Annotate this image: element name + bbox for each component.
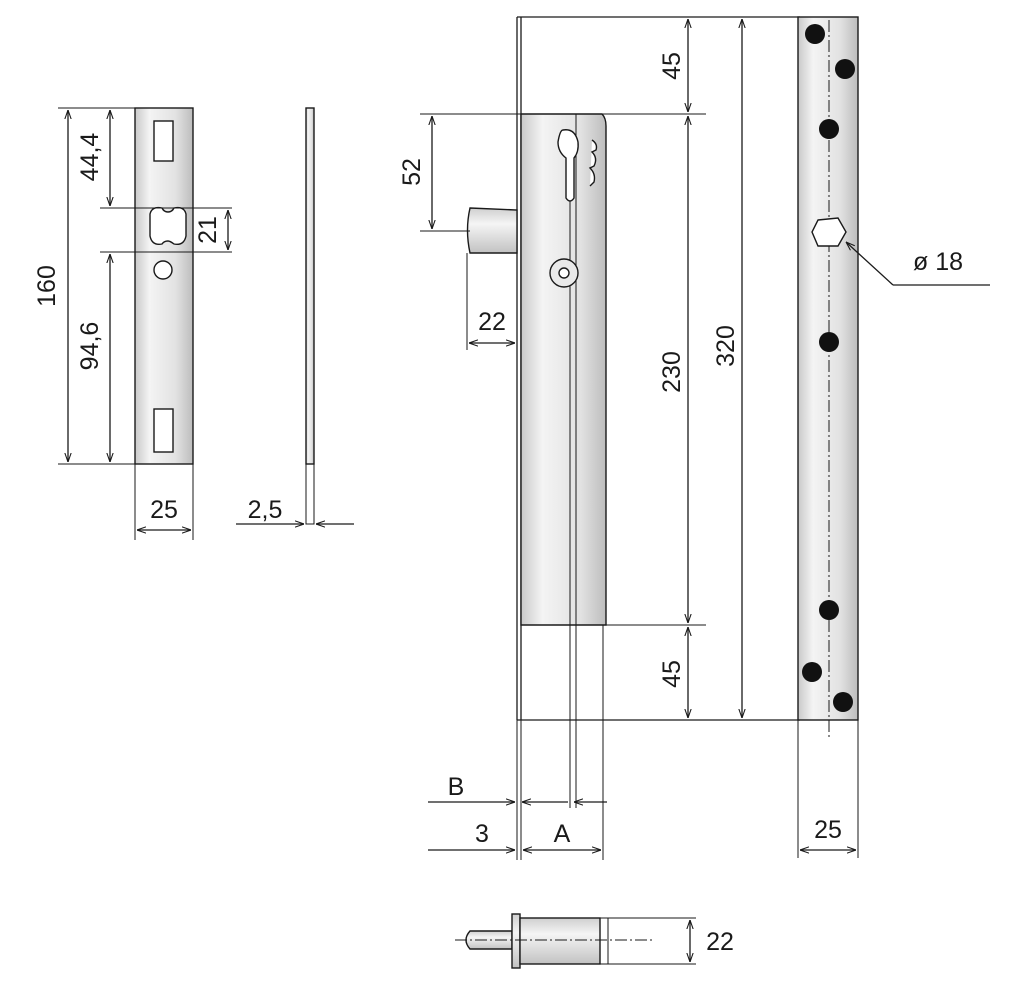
- lock-case-lower: [520, 624, 604, 721]
- label-3: 3: [475, 820, 489, 848]
- label-45-top: 45: [658, 52, 686, 80]
- bolt-tip: [465, 930, 513, 950]
- bolt-detail: 22: [455, 913, 734, 969]
- faceplate-screw-2: [835, 59, 855, 79]
- bolt-flange: [511, 913, 521, 969]
- follower-inner: [558, 267, 570, 279]
- faceplate-screw-4: [819, 332, 839, 352]
- strike-plate-side-view: [305, 107, 315, 525]
- label-320: 320: [712, 325, 740, 367]
- strike-plate-edge: [305, 107, 315, 465]
- label-52: 52: [398, 158, 426, 186]
- projecting-bolt: [466, 207, 518, 254]
- keyhole: [557, 129, 579, 202]
- lock-body-side-view: [466, 16, 800, 808]
- strike-plate-body: [134, 107, 194, 465]
- lock-body-dimensions: 52 22 45 230 320 45 ø 18 B 3 A 25: [398, 19, 990, 860]
- strike-plate-top-slot: [153, 120, 174, 162]
- faceplate-screw-3: [819, 119, 839, 139]
- faceplate-screw-6: [802, 662, 822, 682]
- faceplate-screw-5: [819, 600, 839, 620]
- strike-plate-front-view: [134, 107, 194, 465]
- faceplate-screw-1: [805, 24, 825, 44]
- label-45-bottom: 45: [658, 660, 686, 688]
- lock-case: [520, 113, 607, 626]
- label-22-throw: 22: [478, 308, 506, 336]
- strike-plate-round-hole: [153, 260, 173, 280]
- label-25-strike: 25: [150, 496, 178, 524]
- bolt-body: [519, 917, 601, 965]
- label-230: 230: [658, 351, 686, 393]
- label-2-5: 2,5: [248, 496, 283, 524]
- bolt-tail: [599, 917, 609, 965]
- label-44-4: 44,4: [76, 133, 104, 182]
- label-a: A: [554, 820, 571, 848]
- strike-plate-edge-foot: [305, 463, 315, 525]
- label-22-bolt: 22: [706, 928, 734, 956]
- strike-plate-bottom-slot: [153, 408, 174, 453]
- label-21: 21: [194, 216, 222, 244]
- faceplate-screw-7: [833, 692, 853, 712]
- label-94-6: 94,6: [76, 322, 104, 371]
- label-hole-diameter: ø 18: [913, 248, 963, 276]
- strike-plate-cylinder-cutout: [149, 206, 187, 246]
- faceplate-front-view: [797, 16, 859, 740]
- label-25-face: 25: [814, 816, 842, 844]
- label-160: 160: [33, 265, 61, 307]
- strike-plate-dimensions: 160 44,4 21 94,6 25 2,5: [33, 107, 354, 540]
- label-b: B: [448, 773, 465, 801]
- hole-leader: [846, 242, 894, 286]
- faceplate-bolt-hole: [811, 217, 847, 247]
